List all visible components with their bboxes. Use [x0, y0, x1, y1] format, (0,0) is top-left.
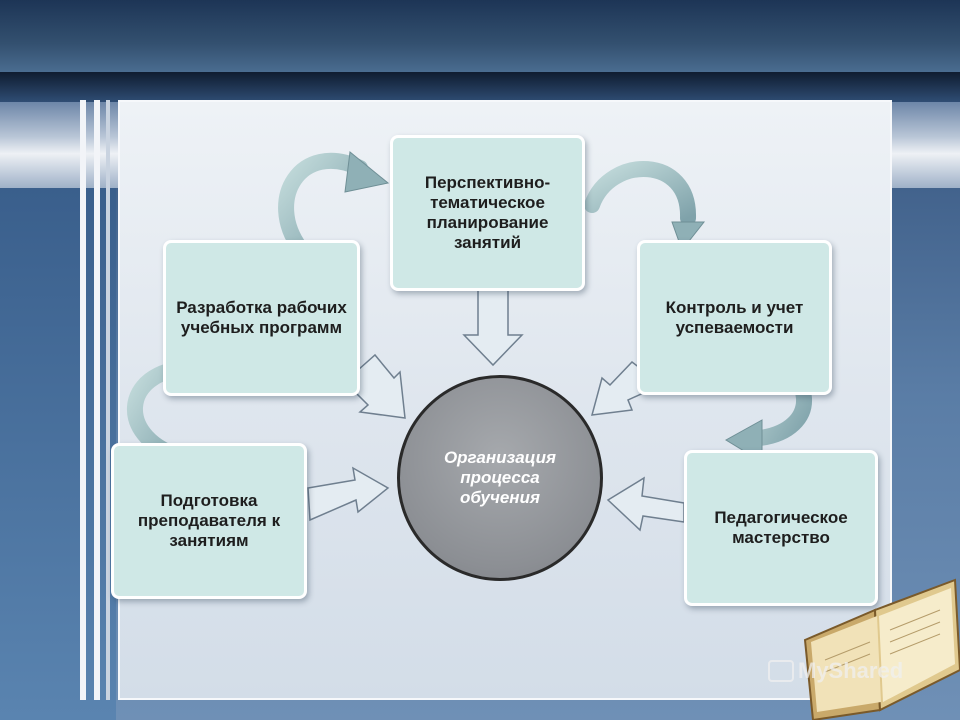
- watermark: MyShared: [768, 658, 903, 684]
- node-pedagogical-mastery: Педагогическое мастерство: [684, 450, 878, 606]
- watermark-text: MyShared: [798, 658, 904, 683]
- curved-arrow-develop-to-plan: [278, 153, 368, 256]
- node-pedagogical-mastery-label: Педагогическое мастерство: [714, 508, 848, 547]
- background-dark-bar: [0, 72, 960, 102]
- node-teacher-preparation-label: Подготовка преподавателя к занятиям: [137, 491, 281, 550]
- node-progress-control-label: Контроль и учет успеваемости: [665, 297, 804, 337]
- arrow-plan-to-center: [462, 289, 524, 367]
- decor-stripe: [80, 100, 86, 700]
- node-progress-control: Контроль и учет успеваемости: [637, 240, 832, 395]
- open-book-icon: [803, 578, 960, 720]
- curved-arrow-head: [344, 151, 390, 193]
- center-node-label: Организация процесса обучения: [443, 448, 557, 507]
- watermark-logo-icon: [768, 660, 794, 682]
- node-teacher-preparation: Подготовка преподавателя к занятиям: [111, 443, 307, 599]
- curved-arrow-plan-to-control: [584, 161, 697, 226]
- node-planning-label: Перспективно-тематическое планирование з…: [424, 173, 551, 252]
- node-planning: Перспективно-тематическое планирование з…: [390, 135, 585, 291]
- center-node: Организация процесса обучения: [397, 375, 603, 581]
- background-top-band: [0, 0, 960, 72]
- decor-stripe: [106, 100, 110, 700]
- decor-stripe: [94, 100, 100, 700]
- node-program-development-label: Разработка рабочих учебных программ: [176, 298, 347, 337]
- arrow-mastery-to-center: [606, 476, 685, 532]
- arrow-prepare-to-center: [307, 466, 390, 522]
- node-program-development: Разработка рабочих учебных программ: [163, 240, 360, 396]
